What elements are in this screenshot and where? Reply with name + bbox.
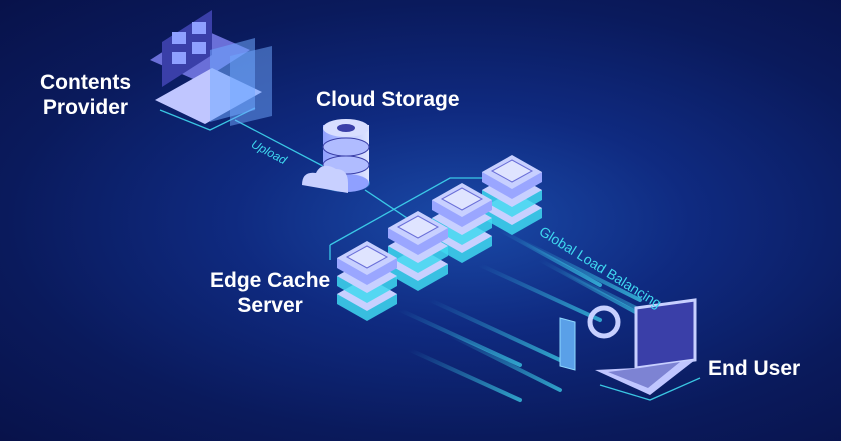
server-stack-icon — [432, 183, 492, 263]
streak-line — [498, 228, 602, 287]
contents-provider-laptop-icon — [150, 10, 272, 126]
streak-line — [398, 308, 522, 367]
end-user-devices-icon — [559, 298, 697, 395]
contents-provider-line2: Provider — [42, 96, 129, 119]
server-stack-icon — [482, 155, 542, 235]
streak-line — [428, 298, 562, 362]
edge-cache-servers — [337, 155, 542, 321]
server-stack-icon — [388, 211, 448, 291]
contents-provider-line1: Contents — [40, 71, 131, 94]
streak-line — [408, 348, 522, 402]
end-user-label: End User — [708, 357, 801, 380]
cloud-storage-icon — [302, 119, 370, 193]
network-lines — [159, 107, 701, 401]
edge-cache-server-line1: Edge Cache — [210, 269, 331, 292]
cloud-storage-label: Cloud Storage — [316, 88, 460, 111]
contents-provider-label: Contents Provider — [40, 70, 131, 120]
streak-line — [478, 263, 602, 322]
streak-line — [448, 333, 562, 392]
edge-cache-server-line2: Server — [237, 294, 303, 317]
server-stack-icon — [337, 241, 397, 321]
edge-cache-server-label: Edge Cache Server — [210, 268, 330, 318]
